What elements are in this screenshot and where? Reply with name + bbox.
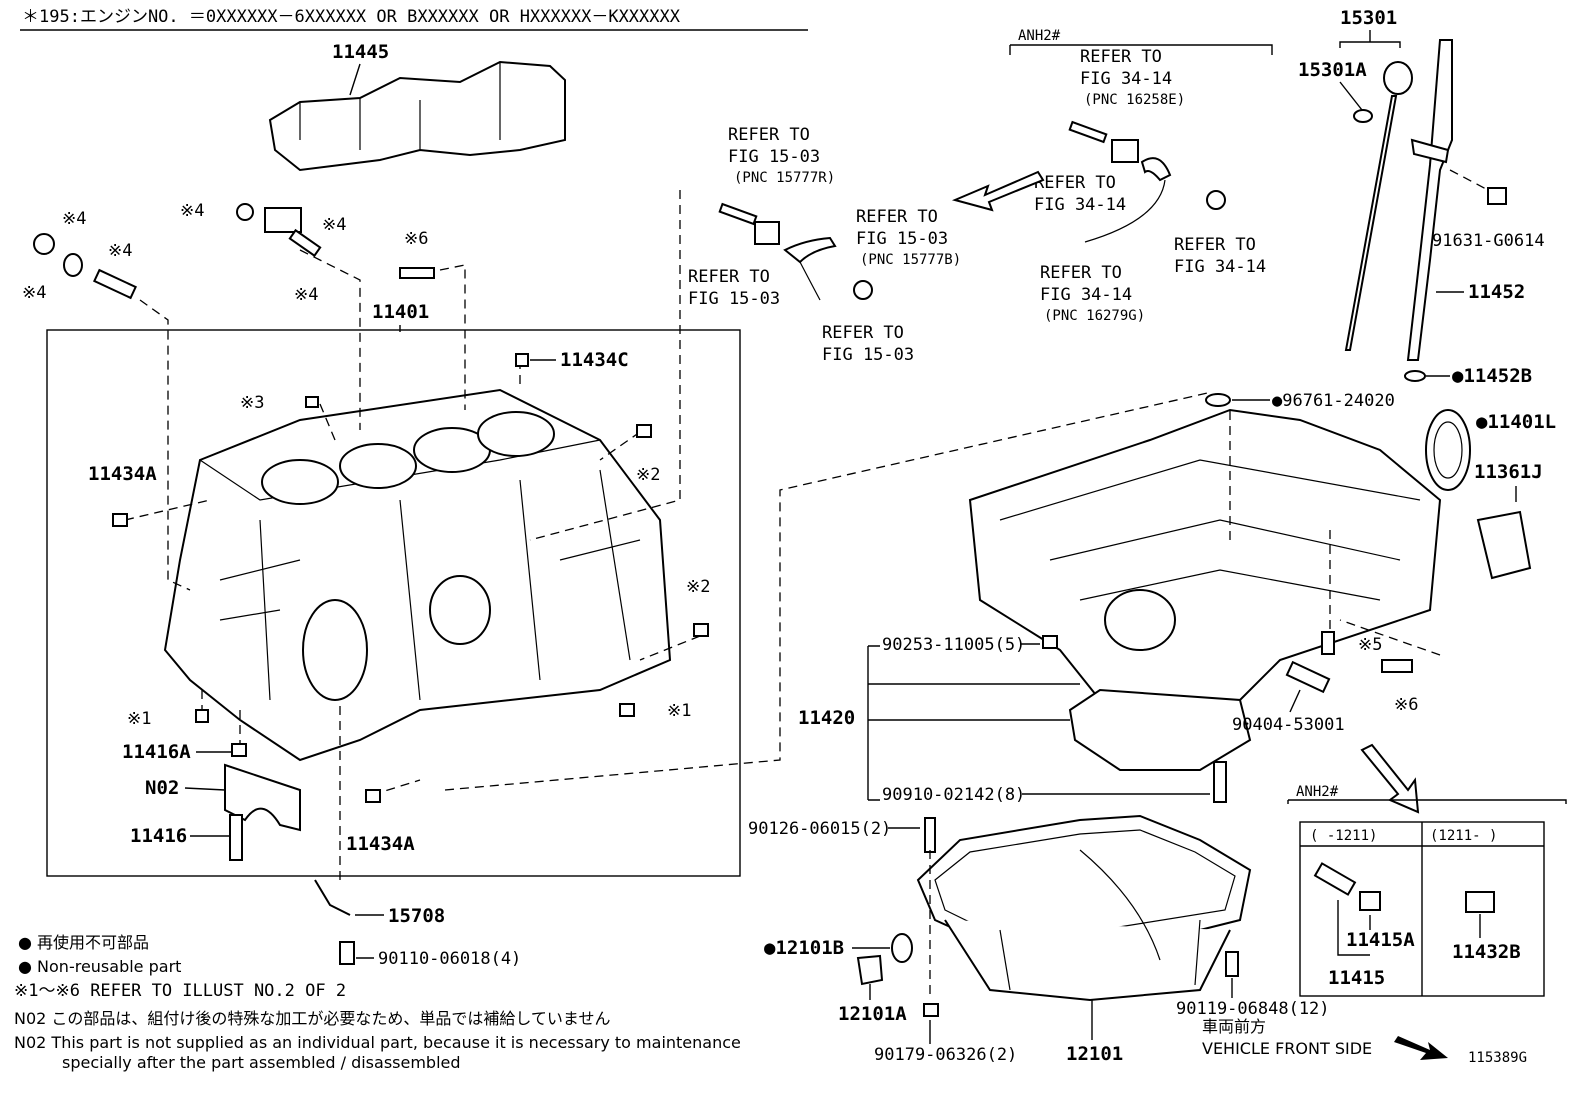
label-11432B: 11432B <box>1452 941 1521 963</box>
legend-nonreuse-en: ● Non-reusable part <box>18 957 181 976</box>
pnc-16279G: (PNC 16279G) <box>1044 308 1145 324</box>
fig-15-03-2: FIG 15-03 <box>856 229 948 249</box>
direction-arrow-up <box>1360 743 1420 814</box>
refer-to-4: REFER TO <box>822 323 904 343</box>
cylinder-block-frame <box>46 329 741 877</box>
legend-nonreuse-jp: ● 再使用不可部品 <box>18 933 149 952</box>
plate-11361J <box>1476 510 1532 580</box>
vehicle-front-jp: 車両前方 <box>1202 1017 1266 1036</box>
inset-col1-header: ( -1211) <box>1310 828 1377 844</box>
oil-seal-illustration <box>1425 409 1471 491</box>
label-12101B: ●12101B <box>764 937 844 959</box>
pnc-15777B: (PNC 15777B) <box>860 252 961 268</box>
label-15301A: 15301A <box>1298 59 1367 81</box>
mark-1-b: ※1 <box>667 701 691 721</box>
label-11361J: 11361J <box>1474 461 1543 483</box>
pnc-16258E: (PNC 16258E) <box>1084 92 1185 108</box>
vehicle-front-en: VEHICLE FRONT SIDE <box>1202 1039 1372 1058</box>
legend-refer-illust: ※1～※6 REFER TO ILLUST NO.2 OF 2 <box>14 981 346 1001</box>
water-outlet-parts-15-03 <box>718 202 873 301</box>
label-11452B: ●11452B <box>1452 365 1532 387</box>
label-11401L: ●11401L <box>1476 411 1556 433</box>
fig-34-14-4: FIG 34-14 <box>1040 285 1132 305</box>
label-11415A: 11415A <box>1346 929 1415 951</box>
label-12101: 12101 <box>1066 1043 1123 1065</box>
label-90253: 90253-11005(5) <box>882 635 1025 655</box>
inset-title: ANH2# <box>1296 784 1339 800</box>
image-code: 115389G <box>1468 1050 1527 1066</box>
refer-to-7: REFER TO <box>1174 235 1256 255</box>
mark-4-e: ※4 <box>322 215 346 235</box>
direction-arrow-left <box>951 170 1045 212</box>
label-90179: 90179-06326(2) <box>874 1045 1017 1065</box>
label-11434A-left: 11434A <box>88 463 157 485</box>
vehicle-front-arrow <box>1394 1036 1448 1060</box>
label-90119: 90119-06848(12) <box>1176 999 1330 1019</box>
mark-4-a: ※4 <box>62 209 86 229</box>
crankcase-illustration <box>968 408 1442 771</box>
label-96761: ●96761-24020 <box>1272 391 1395 411</box>
label-90404: 90404-53001 <box>1232 715 1345 735</box>
fig-15-03-4: FIG 15-03 <box>822 345 914 365</box>
label-11415: 11415 <box>1328 967 1385 989</box>
label-90910: 90910-02142(8) <box>882 785 1025 805</box>
note-n02-en-1: N02 This part is not supplied as an indi… <box>14 1033 741 1052</box>
mark-4-b: ※4 <box>22 283 46 303</box>
label-15708: 15708 <box>388 905 445 927</box>
refer-to-2: REFER TO <box>856 207 938 227</box>
water-outlet-parts-34-14 <box>1068 120 1226 243</box>
label-11416: 11416 <box>130 825 187 847</box>
fig-34-14-1: FIG 34-14 <box>1080 69 1172 89</box>
refer-to-8: REFER TO <box>1040 263 1122 283</box>
label-11434C: 11434C <box>560 349 629 371</box>
anh2-label-top: ANH2# <box>1018 28 1061 44</box>
mark-2-b: ※2 <box>686 577 710 597</box>
cylinder-block-illustration <box>163 388 672 762</box>
fig-34-14-2: FIG 34-14 <box>1034 195 1126 215</box>
dowels <box>112 353 709 803</box>
label-11434A-bottom: 11434A <box>346 833 415 855</box>
label-12101A: 12101A <box>838 1003 907 1025</box>
engine-number-note: ＊195:エンジンNO. ＝0XXXXXX－6XXXXXX OR BXXXXXX… <box>22 7 681 27</box>
mark-1-a: ※1 <box>127 709 151 729</box>
refer-to-3: REFER TO <box>688 267 770 287</box>
refer-to-6: REFER TO <box>1034 173 1116 193</box>
fig-34-14-3: FIG 34-14 <box>1174 257 1266 277</box>
label-11401: 11401 <box>372 301 429 323</box>
refer-to-1: REFER TO <box>728 125 810 145</box>
fig-15-03-1: FIG 15-03 <box>728 147 820 167</box>
label-91631: 91631-G0614 <box>1432 231 1545 251</box>
fig-15-03-3: FIG 15-03 <box>688 289 780 309</box>
mark-6-b: ※6 <box>1394 695 1418 715</box>
pnc-15777R: (PNC 15777R) <box>734 170 835 186</box>
mark-4-f: ※4 <box>294 285 318 305</box>
label-11452: 11452 <box>1468 281 1525 303</box>
mark-2-a: ※2 <box>636 465 660 485</box>
label-15301: 15301 <box>1340 7 1397 29</box>
label-90126: 90126-06015(2) <box>748 819 891 839</box>
mark-3: ※3 <box>240 393 264 413</box>
insulator-11445-illustration <box>268 60 566 172</box>
label-11420: 11420 <box>798 707 855 729</box>
note-n02-jp: N02 この部品は、組付け後の特殊な加工が必要なため、単品では補給していません <box>14 1009 610 1028</box>
mark-4-c: ※4 <box>108 241 132 261</box>
label-11416A: 11416A <box>122 741 191 763</box>
mark-6-a: ※6 <box>404 229 428 249</box>
oil-pan-illustration <box>916 814 1252 1002</box>
inset-col2-header: (1211- ) <box>1430 828 1497 844</box>
mark-4-d: ※4 <box>180 201 204 221</box>
refer-to-5: REFER TO <box>1080 47 1162 67</box>
label-11445: 11445 <box>332 41 389 63</box>
mark-5: ※5 <box>1358 635 1382 655</box>
label-90110: 90110-06018(4) <box>378 949 521 969</box>
top-left-fasteners <box>33 203 435 300</box>
label-N02: N02 <box>145 777 179 799</box>
note-n02-en-2: specially after the part assembled / dis… <box>62 1053 461 1072</box>
bearing-cap-illustration <box>224 763 301 861</box>
